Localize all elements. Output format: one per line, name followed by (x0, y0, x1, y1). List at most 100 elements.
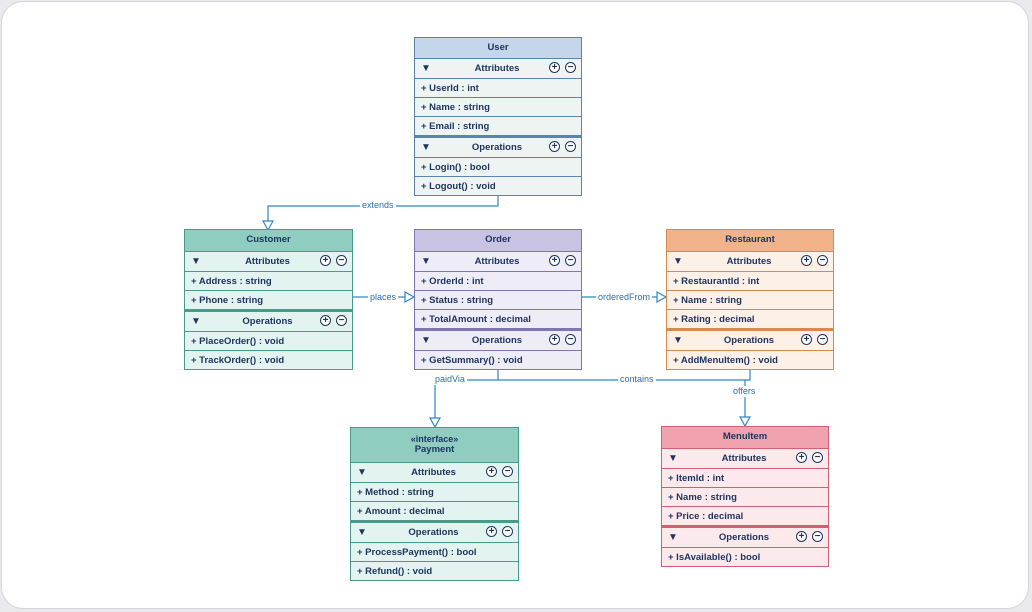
user-operations-buttons: +− (549, 141, 576, 152)
menuitem-class-name: MenuItem (722, 431, 768, 443)
minus-circle-icon[interactable]: − (817, 334, 828, 345)
restaurant-class-name: Restaurant (725, 234, 775, 246)
minus-circle-icon[interactable]: − (336, 315, 347, 326)
restaurant-operation-row[interactable]: + AddMenuItem() : void (667, 351, 833, 369)
menuitem-attribute-row[interactable]: + Price : decimal (662, 507, 828, 526)
plus-circle-icon[interactable]: + (549, 255, 560, 266)
minus-circle-icon[interactable]: − (812, 452, 823, 463)
order-operations-label: Operations (471, 335, 523, 346)
user-attribute-row[interactable]: + UserId : int (415, 79, 581, 98)
class-user[interactable]: User▼Attributes+−+ UserId : int+ Name : … (414, 37, 582, 196)
extends-label: extends (360, 200, 396, 211)
plus-circle-icon[interactable]: + (801, 255, 812, 266)
minus-circle-icon[interactable]: − (565, 255, 576, 266)
payment-attribute-row[interactable]: + Amount : decimal (351, 502, 518, 521)
triangle-down-icon[interactable]: ▼ (668, 532, 678, 543)
class-menuitem[interactable]: MenuItem ▼Attributes+−+ ItemId : int+ Nam… (661, 426, 829, 567)
triangle-down-icon[interactable]: ▼ (673, 256, 683, 267)
user-operations-section-header[interactable]: ▼Operations+− (415, 136, 581, 158)
customer-operations-label: Operations (242, 316, 293, 327)
minus-circle-icon[interactable]: − (565, 334, 576, 345)
customer-header[interactable]: Customer (185, 230, 352, 252)
minus-circle-icon[interactable]: − (565, 141, 576, 152)
plus-circle-icon[interactable]: + (796, 452, 807, 463)
menuitem-attribute-row[interactable]: + Name : string (662, 488, 828, 507)
triangle-down-icon[interactable]: ▼ (673, 335, 683, 346)
order-attributes-section-header[interactable]: ▼ Attributes +− (415, 252, 581, 272)
payment-operation-row[interactable]: + Refund() : void (351, 562, 518, 580)
extends-arrowhead (261, 220, 275, 232)
minus-circle-icon[interactable]: − (502, 466, 513, 477)
offers-connector[interactable] (744, 365, 751, 418)
order-class-name: Order (485, 234, 511, 246)
minus-circle-icon[interactable]: − (565, 62, 576, 73)
restaurant-attribute-row[interactable]: + Name : string (667, 291, 833, 310)
class-restaurant[interactable]: Restaurant ▼Attributes+−+ RestaurantId : … (666, 229, 834, 370)
plus-circle-icon[interactable]: + (801, 334, 812, 345)
minus-circle-icon[interactable]: − (336, 255, 347, 266)
restaurant-attribute-row[interactable]: + RestaurantId : int (667, 272, 833, 291)
triangle-down-icon[interactable]: ▼ (421, 335, 431, 346)
customer-operation-row[interactable]: + PlaceOrder() : void (185, 332, 352, 351)
plus-circle-icon[interactable]: + (486, 466, 497, 477)
menuitem-attribute-row[interactable]: + ItemId : int (662, 469, 828, 488)
paidvia-label: paidVia (433, 374, 467, 385)
order-attribute-row[interactable]: + TotalAmount : decimal (415, 310, 581, 329)
order-operations-section-header[interactable]: ▼ Operations +− (415, 329, 581, 351)
class-order[interactable]: Order▼Attributes+−+ OrderId : int+ Statu… (414, 229, 582, 370)
plus-circle-icon[interactable]: + (320, 255, 331, 266)
minus-circle-icon[interactable]: − (502, 526, 513, 537)
customer-attribute-row[interactable]: + Address : string (185, 272, 352, 291)
user-attributes-section-header[interactable]: ▼Attributes+− (415, 59, 581, 79)
triangle-down-icon[interactable]: ▼ (668, 453, 678, 464)
plus-circle-icon[interactable]: + (486, 526, 497, 537)
restaurant-attribute-row[interactable]: + Rating : decimal (667, 310, 833, 329)
class-payment[interactable]: «interface»Payment▼Attributes+−+ Method … (350, 427, 519, 581)
menuitem-attributes-buttons: +− (796, 452, 823, 463)
order-attribute-row[interactable]: + Status : string (415, 291, 581, 310)
user-attribute-row[interactable]: + Name : string (415, 98, 581, 117)
payment-stereotype: «interface» (410, 434, 459, 445)
plus-circle-icon[interactable]: + (549, 62, 560, 73)
customer-attributes-section-header[interactable]: ▼Attributes+− (185, 252, 352, 272)
plus-circle-icon[interactable]: + (796, 531, 807, 542)
customer-operation-row[interactable]: + TrackOrder() : void (185, 351, 352, 369)
user-operation-row[interactable]: + Login() : bool (415, 158, 581, 177)
menuitem-attributes-section-header[interactable]: ▼Attributes+− (662, 449, 828, 469)
payment-operations-section-header[interactable]: ▼Operations+− (351, 521, 518, 543)
payment-header[interactable]: «interface»Payment (351, 428, 518, 463)
order-attributes-label: Attributes (474, 256, 520, 267)
customer-operations-section-header[interactable]: ▼ Operations +− (185, 310, 352, 332)
restaurant-attributes-section-header[interactable]: ▼Attributes+− (667, 252, 833, 272)
plus-circle-icon[interactable]: + (549, 334, 560, 345)
order-operation-row[interactable]: + GetSummary() : void (415, 351, 581, 369)
user-attribute-row[interactable]: + Email : string (415, 117, 581, 136)
payment-attributes-section-header[interactable]: ▼Attributes+− (351, 463, 518, 483)
restaurant-operations-section-header[interactable]: ▼Operations+− (667, 329, 833, 351)
orderedfrom-arrowhead (656, 290, 668, 304)
minus-circle-icon[interactable]: − (817, 255, 828, 266)
minus-circle-icon[interactable]: − (812, 531, 823, 542)
menuitem-operations-section-header[interactable]: ▼Operations+− (662, 526, 828, 548)
restaurant-header[interactable]: Restaurant (667, 230, 833, 252)
menuitem-operation-row[interactable]: + IsAvailable() : bool (662, 548, 828, 566)
order-attribute-row[interactable]: + OrderId : int (415, 272, 581, 291)
triangle-down-icon[interactable]: ▼ (191, 316, 201, 327)
user-header[interactable]: User (415, 38, 581, 59)
triangle-down-icon[interactable]: ▼ (357, 527, 367, 538)
plus-circle-icon[interactable]: + (320, 315, 331, 326)
payment-operation-row[interactable]: + ProcessPayment() : bool (351, 543, 518, 562)
triangle-down-icon[interactable]: ▼ (421, 63, 431, 74)
triangle-down-icon[interactable]: ▼ (421, 142, 431, 153)
menuitem-header[interactable]: MenuItem (662, 427, 828, 449)
order-header[interactable]: Order (415, 230, 581, 252)
triangle-down-icon[interactable]: ▼ (191, 256, 201, 267)
class-customer[interactable]: Customer▼Attributes+−+ Address : string+… (184, 229, 353, 370)
triangle-down-icon[interactable]: ▼ (421, 256, 431, 267)
payment-attribute-row[interactable]: + Method : string (351, 483, 518, 502)
triangle-down-icon[interactable]: ▼ (357, 467, 367, 478)
customer-attribute-row[interactable]: + Phone : string (185, 291, 352, 310)
plus-circle-icon[interactable]: + (549, 141, 560, 152)
user-operation-row[interactable]: + Logout() : void (415, 177, 581, 195)
payment-operations-buttons: +− (486, 526, 513, 537)
